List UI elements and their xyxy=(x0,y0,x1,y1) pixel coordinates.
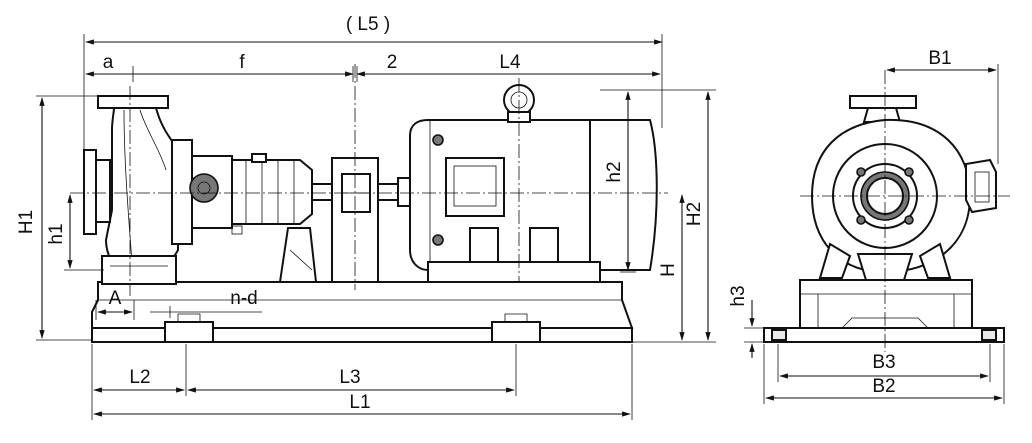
label-n-d: n-d xyxy=(230,288,257,309)
label-b2: B2 xyxy=(872,376,895,397)
label-b3: B3 xyxy=(872,352,895,373)
label-f: f xyxy=(239,52,245,73)
label-a-upper: A xyxy=(109,288,122,309)
end-view xyxy=(744,64,1010,404)
label-l1: L1 xyxy=(349,392,370,413)
label-l2: L2 xyxy=(129,367,150,388)
label-l3: L3 xyxy=(339,367,360,388)
label-h1-upper: H1 xyxy=(16,210,37,234)
label-a: a xyxy=(103,52,114,73)
label-h3: h3 xyxy=(728,285,749,306)
label-2: 2 xyxy=(387,52,398,73)
label-h2-upper: H2 xyxy=(684,202,705,226)
motor xyxy=(409,84,658,283)
label-l5: ( L5 ) xyxy=(346,14,390,35)
label-h2-lower: h2 xyxy=(604,161,625,182)
label-l4: L4 xyxy=(499,52,521,73)
pump-casing xyxy=(83,95,179,285)
bearing-housing xyxy=(171,139,318,283)
label-b1: B1 xyxy=(928,48,951,69)
base-plate xyxy=(91,281,634,343)
shaft-coupling xyxy=(311,157,411,283)
label-h1-lower: h1 xyxy=(46,223,67,244)
side-view xyxy=(36,34,716,420)
label-h: H xyxy=(658,263,679,277)
